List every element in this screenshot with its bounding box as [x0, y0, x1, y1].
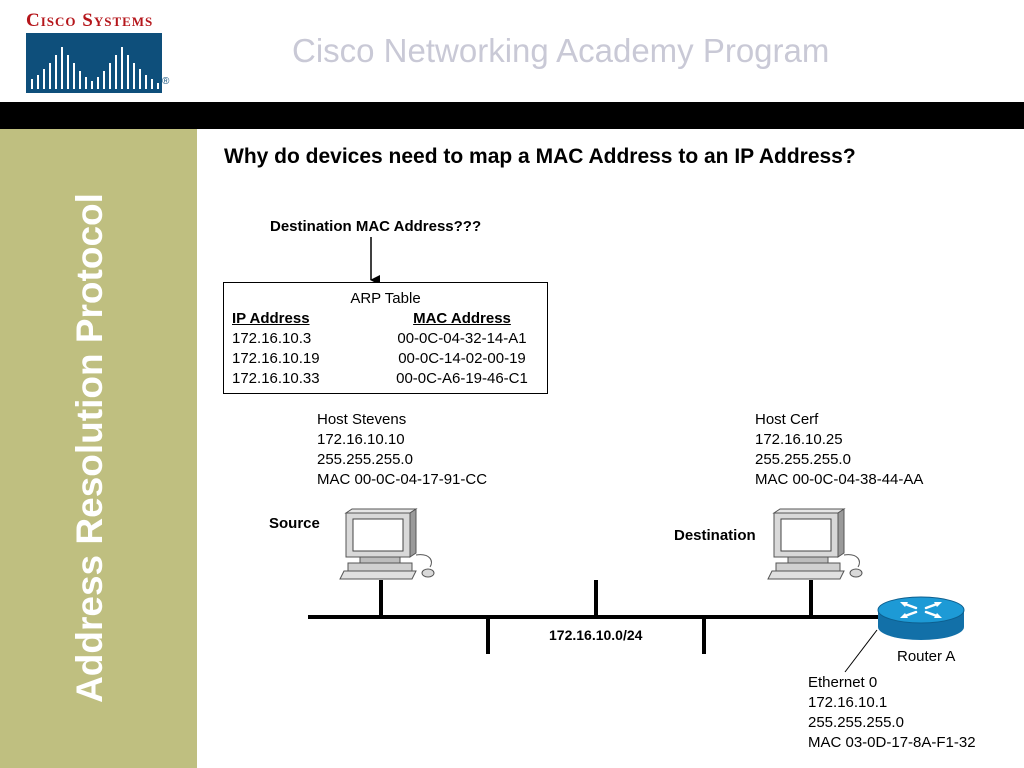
registered-mark-icon: ®: [162, 76, 170, 87]
source-host-info: Host Stevens 172.16.10.10 255.255.255.0 …: [317, 410, 487, 490]
destination-host-ip: 172.16.10.25: [755, 431, 843, 448]
router-icon: [877, 596, 965, 640]
destination-computer-icon: [767, 508, 863, 580]
table-row: 172.16.10.33 00-0C-A6-19-46-C1: [232, 370, 542, 390]
source-host-name: Host Stevens: [317, 411, 407, 428]
router-name: Router A: [897, 648, 956, 665]
router-interface-name: Ethernet 0: [808, 674, 878, 691]
arp-table-header: IP Address MAC Address: [232, 310, 542, 330]
table-row: 172.16.10.19 00-0C-14-02-00-19: [232, 350, 542, 370]
arp-ip-cell: 172.16.10.33: [232, 370, 320, 387]
source-host-mac: MAC 00-0C-04-17-91-CC: [317, 471, 488, 488]
destination-mac-question: Destination MAC Address???: [270, 218, 482, 235]
arp-header-ip: IP Address: [232, 310, 310, 327]
network-label: 172.16.10.0/24: [549, 627, 643, 643]
slide-question: Why do devices need to map a MAC Address…: [224, 145, 856, 168]
destination-host-mask: 255.255.255.0: [755, 451, 851, 468]
source-label: Source: [269, 515, 320, 532]
router-mask: 255.255.255.0: [808, 714, 904, 731]
arp-table: ARP Table IP Address MAC Address 172.16.…: [223, 282, 548, 394]
destination-host-mac: MAC 00-0C-04-38-44-AA: [755, 471, 924, 488]
cisco-logo: Cisco Systems: [26, 10, 172, 93]
router-leader-line: [844, 629, 878, 673]
arp-header-mac: MAC Address: [413, 310, 511, 327]
source-host-ip: 172.16.10.10: [317, 431, 405, 448]
page-title: Cisco Networking Academy Program: [292, 32, 830, 69]
source-computer-icon: [339, 508, 435, 580]
arp-ip-cell: 172.16.10.3: [232, 330, 312, 347]
source-host-mask: 255.255.255.0: [317, 451, 413, 468]
destination-host-name: Host Cerf: [755, 411, 819, 428]
router-mac: MAC 03-0D-17-8A-F1-32: [808, 734, 976, 751]
header-divider-bar: [0, 102, 1024, 129]
sidebar: [0, 129, 197, 768]
destination-label: Destination: [674, 527, 756, 544]
arp-ip-cell: 172.16.10.19: [232, 350, 320, 367]
arp-mac-cell: 00-0C-A6-19-46-C1: [396, 370, 528, 387]
header: Cisco Systems: [0, 0, 1024, 102]
logo-bridge-icon: [26, 33, 162, 93]
arp-mac-cell: 00-0C-14-02-00-19: [398, 350, 526, 367]
arp-mac-cell: 00-0C-04-32-14-A1: [397, 330, 527, 347]
router-interface-info: Ethernet 0 172.16.10.1 255.255.255.0 MAC…: [808, 673, 976, 753]
logo-wordmark: Cisco Systems: [26, 10, 154, 31]
router-ip: 172.16.10.1: [808, 694, 888, 711]
table-row: 172.16.10.3 00-0C-04-32-14-A1: [232, 330, 542, 350]
arp-table-title: ARP Table: [350, 290, 421, 307]
destination-host-info: Host Cerf 172.16.10.25 255.255.255.0 MAC…: [755, 410, 923, 490]
